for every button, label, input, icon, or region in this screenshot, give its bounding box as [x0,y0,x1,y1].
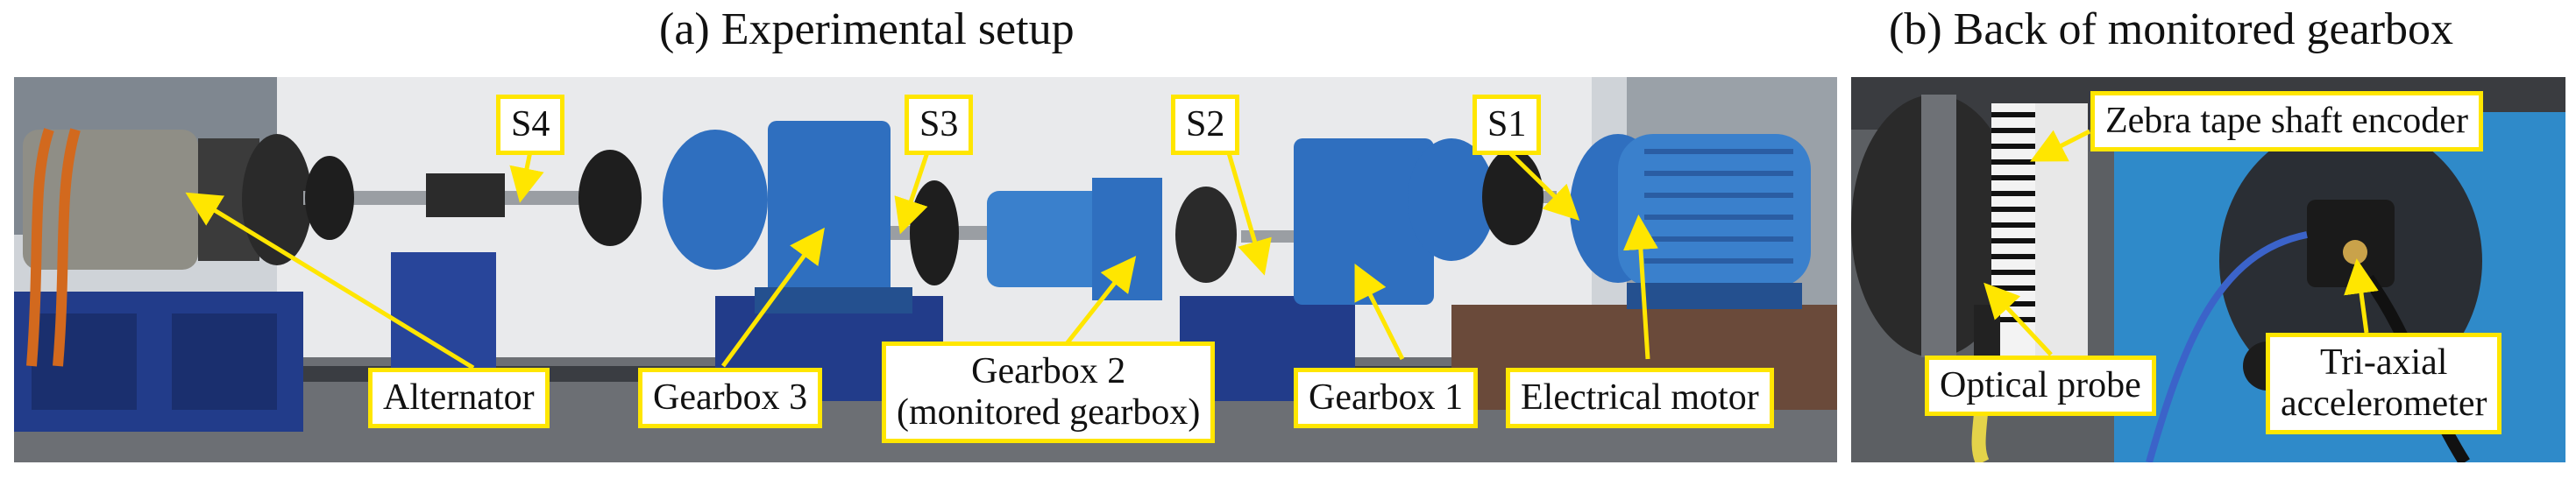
label-alternator: Alternator [368,368,550,429]
label-optical-probe: Optical probe [1925,356,2156,417]
label-triaxial-accelerometer: Tri-axial accelerometer [2266,333,2502,435]
label-gearbox2-line2: (monitored gearbox) [897,392,1201,433]
label-electrical-motor: Electrical motor [1506,368,1774,429]
label-s3: S3 [905,95,974,156]
label-accel-line1: Tri-axial [2320,342,2448,383]
panel-b-title: (b) Back of monitored gearbox [1889,4,2454,54]
label-gearbox3: Gearbox 3 [638,368,823,429]
label-s1: S1 [1473,95,1542,156]
label-zebra-tape-encoder: Zebra tape shaft encoder [2090,91,2483,152]
panel-a-title: (a) Experimental setup [659,4,1075,54]
label-gearbox1: Gearbox 1 [1294,368,1479,429]
label-s4: S4 [496,95,565,156]
label-gearbox2: Gearbox 2 (monitored gearbox) [882,342,1216,444]
label-accel-line2: accelerometer [2281,384,2487,425]
label-s2: S2 [1171,95,1240,156]
label-gearbox2-line1: Gearbox 2 [971,351,1126,391]
